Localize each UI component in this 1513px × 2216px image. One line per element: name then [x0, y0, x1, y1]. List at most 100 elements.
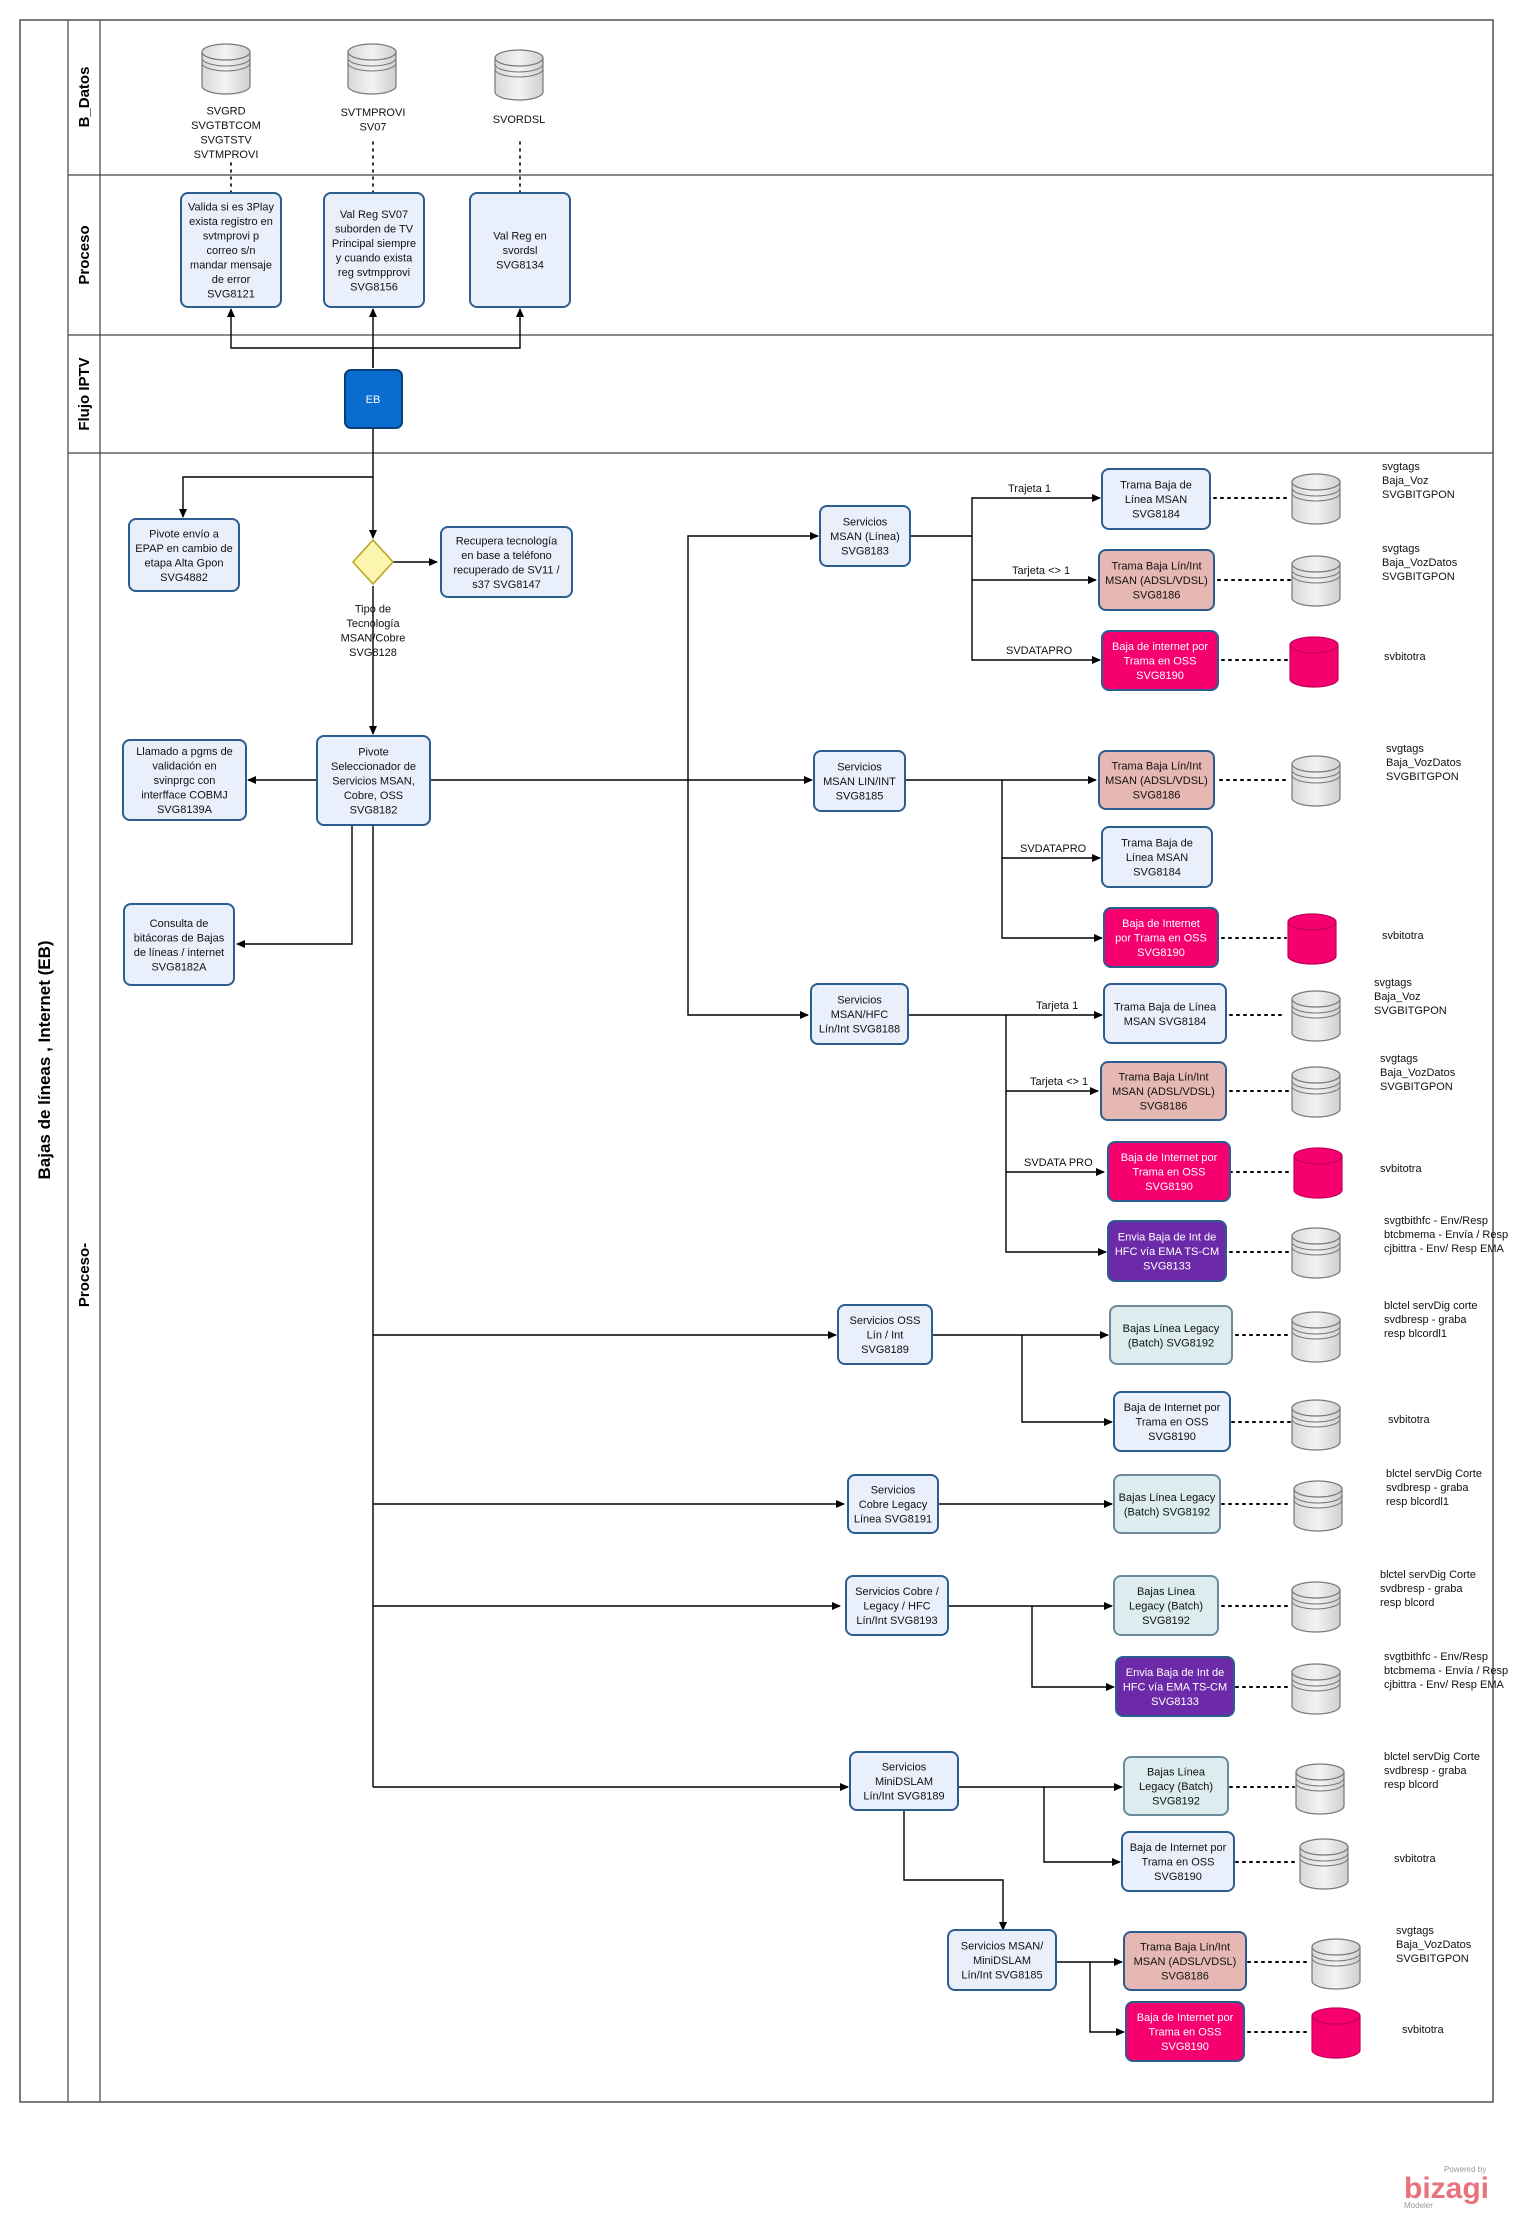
datastore-ds5[interactable]: svbitotra: [1287, 913, 1424, 965]
edges: [179, 139, 1311, 2036]
datastore-ds18[interactable]: svbitotra: [1311, 2007, 1444, 2059]
datastore-ds3[interactable]: svbitotra: [1289, 636, 1426, 688]
ds3-label: svbitotra: [1384, 651, 1426, 663]
ds8-label: svbitotra: [1380, 1163, 1422, 1175]
ds5-label: svbitotra: [1382, 930, 1424, 942]
logo-product: Modeler: [1404, 2201, 1433, 2210]
edge-label-trajeta-1: Trajeta 1: [1008, 483, 1051, 495]
datastore-ds8[interactable]: svbitotra: [1293, 1147, 1422, 1199]
ds18-label: svbitotra: [1402, 2024, 1444, 2036]
task-eb[interactable]: EB: [344, 369, 403, 429]
edge-label-tarjeta-ne-1: Tarjeta <> 1: [1012, 565, 1070, 577]
bizagi-logo: Powered by bizagi Modeler: [1404, 2165, 1489, 2210]
datastore-ds16[interactable]: svbitotra: [1299, 1838, 1436, 1890]
edge-labels: Trajeta 1 Tarjeta <> 1 SVDATAPRO SVDATAP…: [1006, 483, 1093, 1169]
task-t-8192b[interactable]: Bajas Línea Legacy(Batch) SVG8192: [1113, 1474, 1221, 1534]
logo-brand: bizagi: [1404, 2172, 1489, 2205]
db-svordsl-label: SVORDSL: [493, 114, 546, 126]
ds16-label: svbitotra: [1394, 1853, 1436, 1865]
datastore-ds11[interactable]: svbitotra: [1291, 1399, 1430, 1451]
ds11-label: svbitotra: [1388, 1414, 1430, 1426]
task-t-8192a[interactable]: Bajas Línea Legacy(Batch) SVG8192: [1109, 1305, 1233, 1365]
datastore-db-svordsl[interactable]: SVORDSL: [493, 49, 546, 126]
